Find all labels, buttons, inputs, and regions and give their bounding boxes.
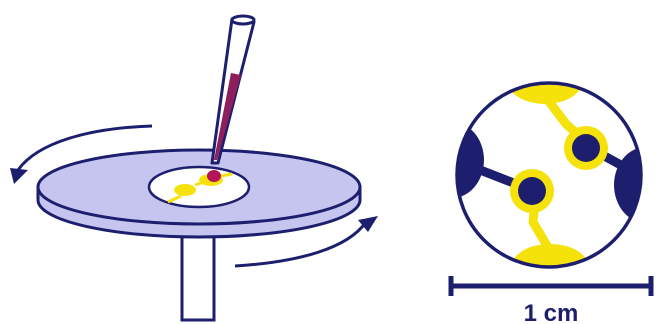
pipette-icon — [207, 14, 256, 182]
top-yellow-pad — [507, 83, 583, 104]
substrate — [147, 165, 251, 209]
curved-arrow-icon — [234, 216, 378, 268]
patterned-substrate — [455, 81, 643, 269]
scale-bar: 1 cm — [448, 276, 654, 324]
scale-bar-label: 1 cm — [524, 300, 579, 324]
left-navy-contact — [457, 122, 484, 198]
curved-arrow-counterclockwise-icon — [10, 124, 153, 184]
